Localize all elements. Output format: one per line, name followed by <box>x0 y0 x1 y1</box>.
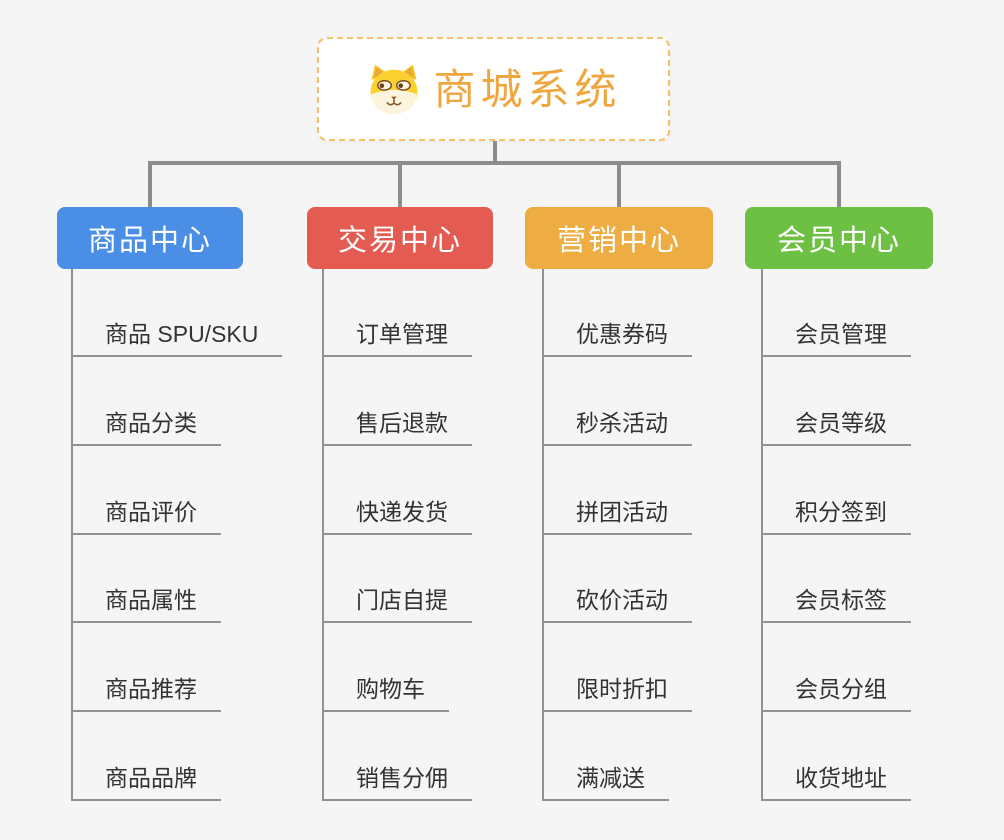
connector-drop-marketing <box>617 161 621 207</box>
leaf-node-label: 门店自提 <box>356 587 448 613</box>
branch-node-product[interactable]: 商品中心 <box>57 207 243 269</box>
branch-node-member[interactable]: 会员中心 <box>745 207 933 269</box>
leaf-node-label: 积分签到 <box>795 499 887 525</box>
leaf-node-trade-5[interactable]: 购物车 <box>322 662 449 712</box>
leaf-node-member-3[interactable]: 积分签到 <box>761 485 911 535</box>
root-node-mall-system[interactable]: 商城系统 <box>317 37 670 141</box>
leaf-node-label: 满减送 <box>576 765 645 791</box>
leaf-node-marketing-3[interactable]: 拼团活动 <box>542 485 692 535</box>
leaf-node-label: 商品评价 <box>105 499 197 525</box>
leaf-node-marketing-4[interactable]: 砍价活动 <box>542 573 692 623</box>
leaf-node-label: 会员标签 <box>795 587 887 613</box>
leaf-node-marketing-6[interactable]: 满减送 <box>542 751 669 801</box>
leaf-node-marketing-2[interactable]: 秒杀活动 <box>542 396 692 446</box>
leaf-node-trade-6[interactable]: 销售分佣 <box>322 751 472 801</box>
connector-horizontal <box>148 161 841 165</box>
leaf-node-member-1[interactable]: 会员管理 <box>761 307 911 357</box>
leaf-node-trade-2[interactable]: 售后退款 <box>322 396 472 446</box>
leaf-node-label: 商品分类 <box>105 410 197 436</box>
leaf-node-label: 拼团活动 <box>576 499 668 525</box>
connector-drop-member <box>837 161 841 207</box>
leaf-node-product-5[interactable]: 商品推荐 <box>71 662 221 712</box>
leaf-node-marketing-1[interactable]: 优惠券码 <box>542 307 692 357</box>
leaf-node-label: 销售分佣 <box>356 765 448 791</box>
connector-drop-trade <box>398 161 402 207</box>
connector-root-stub <box>493 141 497 163</box>
leaf-node-label: 优惠券码 <box>576 321 668 347</box>
leaf-node-member-6[interactable]: 收货地址 <box>761 751 911 801</box>
leaf-node-label: 快递发货 <box>356 499 448 525</box>
leaf-node-label: 售后退款 <box>356 410 448 436</box>
leaf-node-trade-4[interactable]: 门店自提 <box>322 573 472 623</box>
leaf-node-label: 会员等级 <box>795 410 887 436</box>
leaf-node-product-3[interactable]: 商品评价 <box>71 485 221 535</box>
leaf-node-member-2[interactable]: 会员等级 <box>761 396 911 446</box>
branch-node-marketing[interactable]: 营销中心 <box>525 207 713 269</box>
leaf-node-label: 商品 SPU/SKU <box>105 321 259 347</box>
leaf-node-product-6[interactable]: 商品品牌 <box>71 751 221 801</box>
dog-face-icon <box>371 64 418 114</box>
leaf-node-label: 限时折扣 <box>576 676 668 702</box>
leaf-node-label: 商品品牌 <box>105 765 197 791</box>
leaf-node-trade-1[interactable]: 订单管理 <box>322 307 472 357</box>
leaf-node-label: 收货地址 <box>795 765 887 791</box>
branch-node-trade[interactable]: 交易中心 <box>307 207 493 269</box>
connector-drop-product <box>148 161 152 207</box>
leaf-node-label: 商品推荐 <box>105 676 197 702</box>
leaf-node-label: 砍价活动 <box>576 587 668 613</box>
leaf-node-member-5[interactable]: 会员分组 <box>761 662 911 712</box>
leaf-node-trade-3[interactable]: 快递发货 <box>322 485 472 535</box>
leaf-node-member-4[interactable]: 会员标签 <box>761 573 911 623</box>
leaf-node-marketing-5[interactable]: 限时折扣 <box>542 662 692 712</box>
leaf-node-product-1[interactable]: 商品 SPU/SKU <box>71 307 283 357</box>
leaf-node-label: 会员分组 <box>795 676 887 702</box>
leaf-node-label: 商品属性 <box>105 587 197 613</box>
leaf-node-label: 购物车 <box>356 676 425 702</box>
leaf-node-label: 会员管理 <box>795 321 887 347</box>
leaf-node-label: 秒杀活动 <box>576 410 668 436</box>
root-node-title: 商城系统 <box>433 66 622 113</box>
leaf-node-product-4[interactable]: 商品属性 <box>71 573 221 623</box>
leaf-node-product-2[interactable]: 商品分类 <box>71 396 221 446</box>
leaf-node-label: 订单管理 <box>356 321 448 347</box>
